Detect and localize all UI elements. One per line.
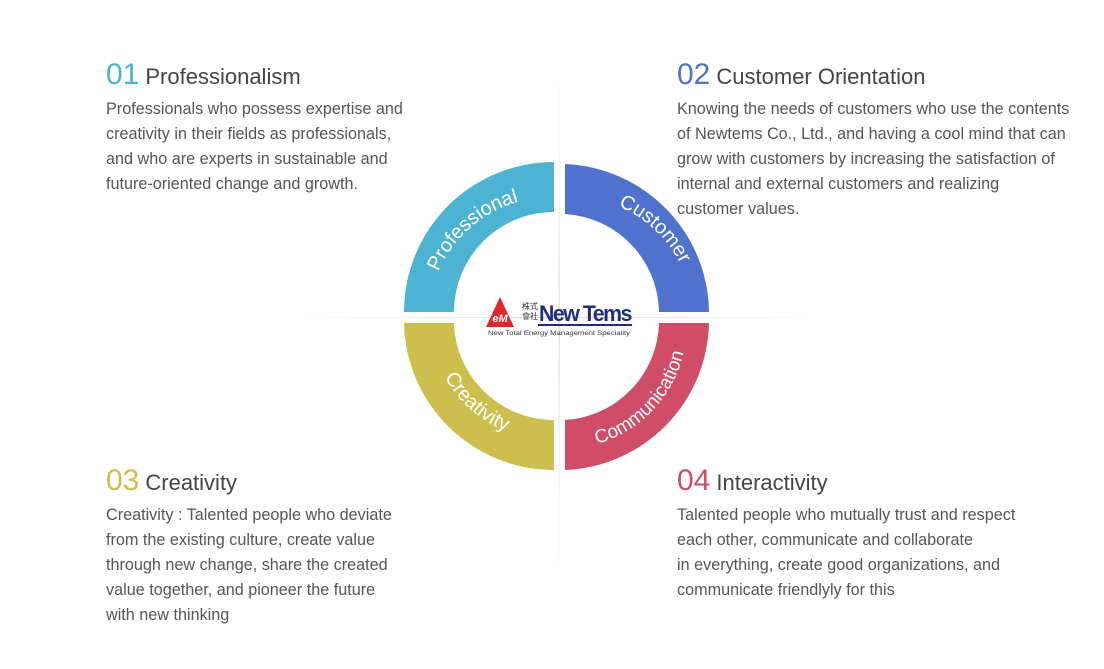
description-line: in everything, create good organizations… [677, 556, 1001, 574]
section-title: Customer Orientation [716, 64, 926, 89]
ring-segment-creativity [404, 323, 554, 471]
description-line: communicate friendlyly for this [677, 581, 895, 599]
ntems-mark-icon: eM [486, 297, 514, 327]
section-title: Interactivity [716, 470, 828, 495]
description-line: Talented people who mutually trust and r… [677, 506, 1016, 524]
description-line: each other, communicate and collaborate [677, 531, 974, 549]
description-line: customer values. [677, 200, 800, 218]
logo-company-name: New Tems [539, 301, 632, 326]
svg-text:eM: eM [492, 313, 508, 325]
logo-hanja-top: 株式 [522, 301, 538, 311]
description-line: of Newtems Co., Ltd., and having a cool … [677, 125, 1066, 143]
section-title: Professionalism [145, 64, 301, 89]
description-line: Professionals who possess expertise and [106, 100, 403, 118]
section-number: 03 [106, 464, 140, 497]
ring-segment-professional [404, 162, 554, 312]
logo-underline [538, 324, 632, 326]
description-line: through new change, share the created [106, 556, 388, 574]
description-line: value together, and pioneer the future [106, 581, 376, 599]
section-number: 02 [677, 58, 711, 91]
description-line: creativity in their fields as profession… [106, 125, 392, 143]
section-description: Talented people who mutually trust and r… [677, 503, 1015, 603]
logo-hanja-bottom: 會社 [522, 311, 538, 321]
section-number: 04 [677, 464, 711, 497]
description-line: and who are experts in sustainable and [106, 150, 388, 168]
section-number: 01 [106, 58, 140, 91]
company-logo: eM 株式 會社 New Tems New Total Energy Manag… [486, 297, 634, 337]
section-description: Knowing the needs of customers who use t… [677, 97, 1069, 222]
section-title: Creativity [145, 470, 238, 495]
section-description: Professionals who possess expertise and … [106, 97, 403, 197]
description-line: Knowing the needs of customers who use t… [677, 100, 1070, 118]
description-line: Creativity : Talented people who deviate [106, 506, 392, 524]
section-description: Creativity : Talented people who deviate… [106, 503, 392, 628]
ring-segment-customer [565, 164, 709, 312]
divider-vertical [558, 55, 560, 590]
description-line: from the existing culture, create value [106, 531, 376, 549]
divider-horizontal [285, 317, 830, 319]
description-line: with new thinking [106, 606, 230, 624]
description-line: future-oriented change and growth. [106, 175, 358, 193]
ring-segment-communication [565, 323, 709, 470]
logo-tagline: New Total Energy Management Speciality [488, 331, 630, 337]
description-line: internal and external customers and real… [677, 175, 1000, 193]
description-line: grow with customers by increasing the sa… [677, 150, 1055, 168]
